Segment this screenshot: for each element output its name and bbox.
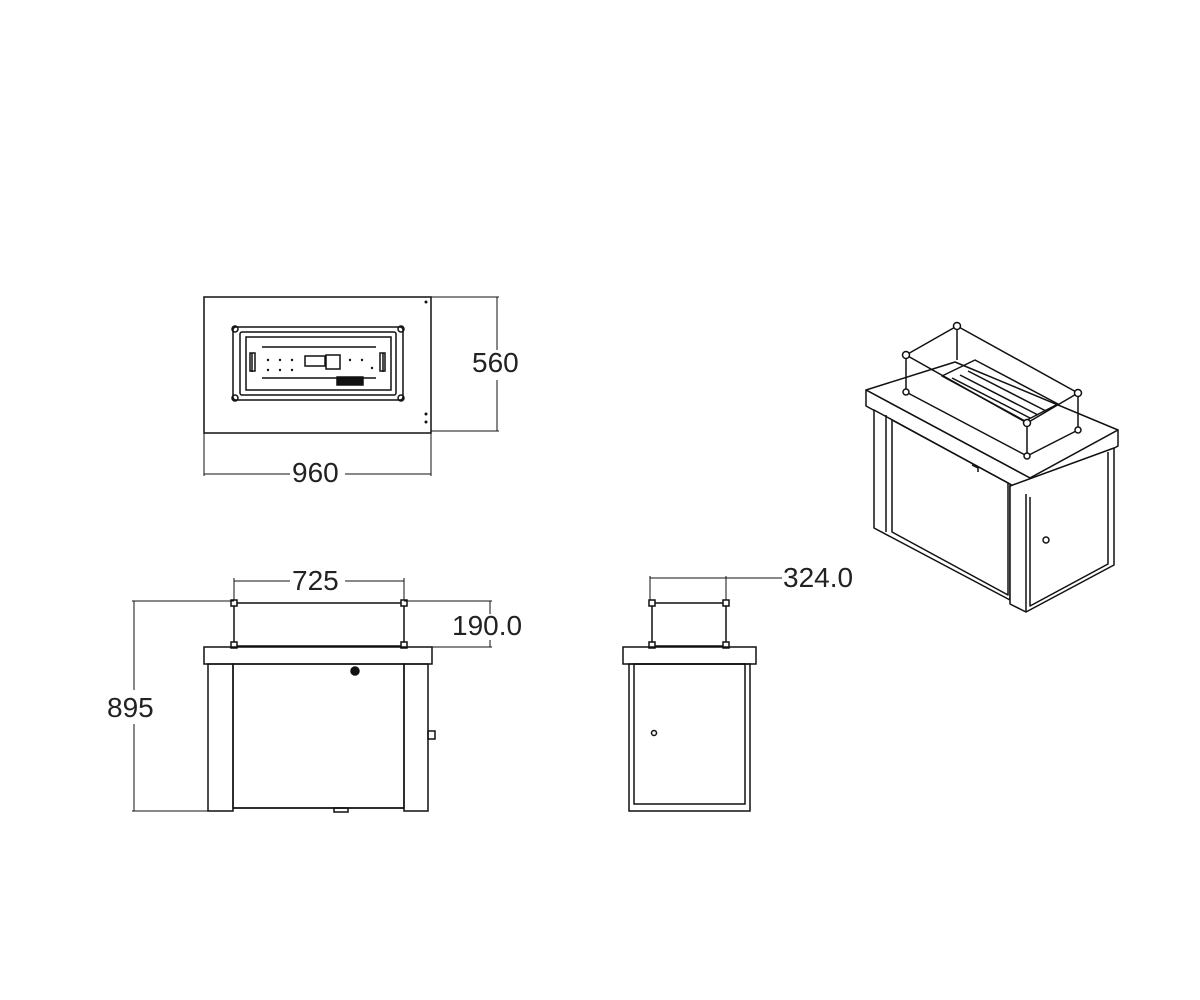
glass-guard-side xyxy=(652,603,726,646)
dim-top-width: 960 xyxy=(292,457,339,488)
side-view xyxy=(623,576,782,811)
tabletop-front xyxy=(204,647,432,664)
burner-tray xyxy=(246,337,391,390)
glass-guard-front xyxy=(234,603,404,646)
dim-top-depth: 560 xyxy=(472,347,519,378)
dim-guard-length: 725 xyxy=(292,565,339,596)
burner-frame-outer xyxy=(233,327,403,400)
dim-total-height: 895 xyxy=(107,692,154,723)
dim-guard-width: 324.0 xyxy=(783,562,854,593)
isometric-view xyxy=(866,321,1118,613)
front-view xyxy=(132,578,492,812)
dim-guard-height: 190.0 xyxy=(452,610,523,641)
tabletop-side xyxy=(623,647,756,664)
burner-frame-inner xyxy=(240,332,396,395)
top-view xyxy=(204,297,499,476)
top-view-outline xyxy=(204,297,431,433)
